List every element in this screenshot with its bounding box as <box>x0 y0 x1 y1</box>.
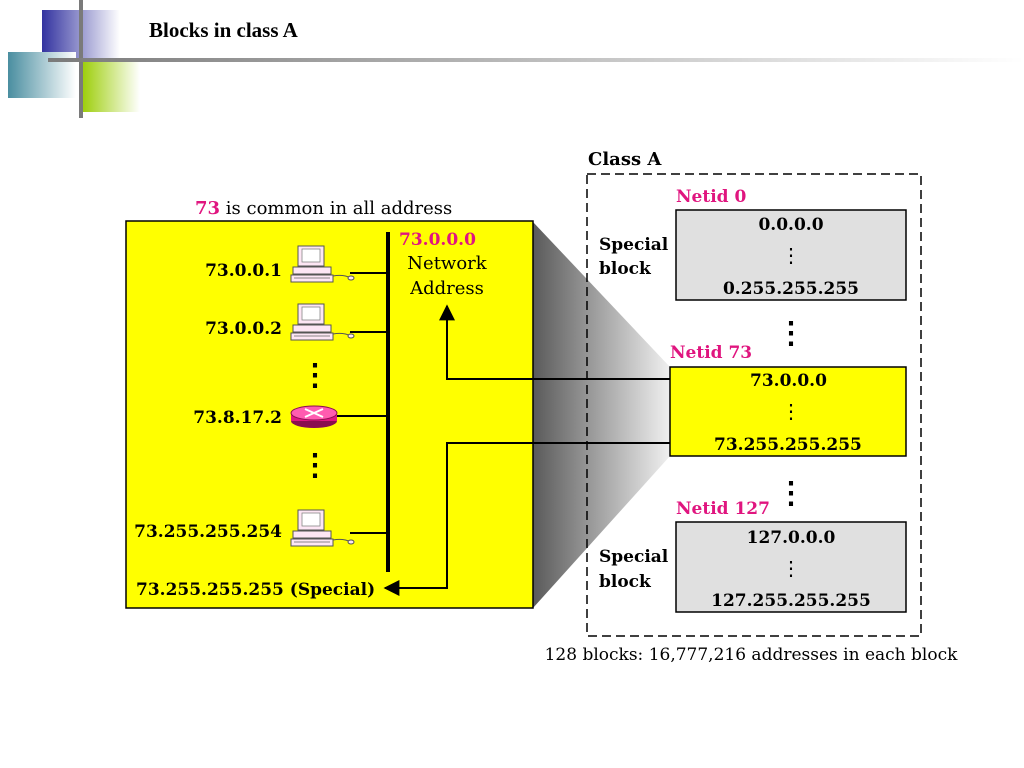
special-block-label: Special <box>599 235 669 255</box>
ellipsis: ⋮ <box>781 556 801 580</box>
ellipsis: ⋮ <box>776 316 806 351</box>
class-a-container <box>586 173 922 637</box>
block-last-address: 0.255.255.255 <box>723 279 859 299</box>
special-block-label: block <box>599 572 652 592</box>
special-block-label: Special <box>599 547 669 567</box>
title-underline <box>48 58 1024 62</box>
netid-label: Netid 73 <box>670 343 752 363</box>
host-label: 73.0.0.2 <box>205 319 282 339</box>
block-first-address: 127.0.0.0 <box>747 528 836 548</box>
block-first-address: 0.0.0.0 <box>758 215 823 235</box>
network-address-label-line2: Address <box>409 278 484 299</box>
host-label: 73.255.255.254 <box>134 522 282 542</box>
slide-title: Blocks in class A <box>149 18 298 42</box>
blocks-caption: 128 blocks: 16,777,216 addresses in each… <box>545 645 958 665</box>
ellipsis: ⋮ <box>300 448 330 483</box>
special-address-label: 73.255.255.255 (Special) <box>136 580 375 600</box>
host-label: 73.0.0.1 <box>205 261 282 281</box>
netid-0-block <box>675 209 907 301</box>
netid-127-block <box>675 521 907 613</box>
ellipsis: ⋮ <box>776 476 806 511</box>
broadcast-address-arrow <box>383 442 706 596</box>
router-icon <box>290 405 338 428</box>
netid-label: Netid 0 <box>676 187 746 207</box>
class-a-title: Class A <box>588 149 662 170</box>
block-last-address: 73.255.255.255 <box>714 435 862 455</box>
block-first-address: 73.0.0.0 <box>750 371 827 391</box>
network-address-label-line1: Network <box>407 253 487 274</box>
network-address-arrow <box>439 304 670 380</box>
ellipsis: ⋮ <box>781 243 801 267</box>
deco-green-square <box>80 62 140 112</box>
netid-73-block <box>669 366 907 457</box>
common-prefix-heading: 73 is common in all address <box>195 198 452 219</box>
funnel-connector <box>533 222 670 608</box>
router-label: 73.8.17.2 <box>193 408 282 428</box>
special-block-label: block <box>599 259 652 279</box>
network-address-value: 73.0.0.0 <box>399 230 476 250</box>
netid-label: Netid 127 <box>676 499 770 519</box>
block-last-address: 127.255.255.255 <box>711 591 871 611</box>
ellipsis: ⋮ <box>781 399 801 423</box>
ellipsis: ⋮ <box>300 358 330 393</box>
